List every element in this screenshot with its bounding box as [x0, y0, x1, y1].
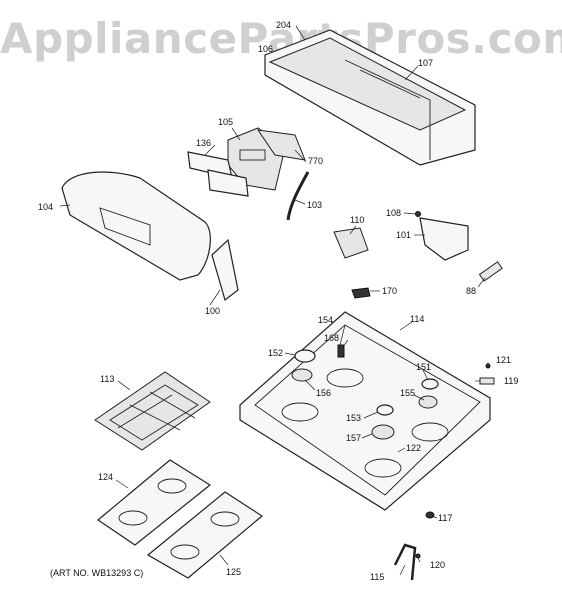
- label-120: 120: [430, 560, 445, 570]
- art-number: (ART NO. WB13293 C): [50, 568, 144, 578]
- drip-tray-125-part: [146, 491, 264, 579]
- label-103: 103: [307, 200, 322, 210]
- label-155: 155: [400, 388, 415, 398]
- burner-155-part: [418, 395, 438, 409]
- label-105: 105: [218, 117, 233, 127]
- label-154: 154: [318, 315, 333, 325]
- label-108: 108: [386, 208, 401, 218]
- label-117: 117: [438, 513, 452, 523]
- label-114: 114: [410, 314, 424, 324]
- label-770: 770: [308, 156, 323, 166]
- label-115: 115: [370, 572, 384, 582]
- label-113: 113: [100, 374, 114, 384]
- tube-part: [286, 171, 310, 221]
- label-121: 121: [496, 355, 511, 365]
- screw-108-part: [415, 211, 421, 217]
- grate-part: [94, 371, 211, 451]
- label-136: 136: [196, 138, 211, 148]
- label-157: 157: [346, 433, 361, 443]
- clip-119-part: [479, 377, 495, 385]
- burner-157-part: [371, 424, 395, 440]
- label-107: 107: [418, 58, 433, 68]
- label-104: 104: [38, 202, 53, 212]
- label-124: 124: [98, 472, 113, 482]
- label-101: 101: [396, 230, 411, 240]
- cap-151-part: [421, 378, 439, 390]
- bracket-part: [419, 217, 469, 261]
- rod-115-part: [393, 543, 417, 581]
- label-170: 170: [382, 286, 397, 296]
- cap-153-part: [376, 404, 394, 416]
- clip-120-part: [415, 553, 421, 559]
- label-153: 153: [346, 413, 361, 423]
- control-board-part: [227, 127, 306, 191]
- cap-152-part: [294, 349, 316, 363]
- label-151: 151: [416, 362, 431, 372]
- plug-88-part: [478, 261, 503, 282]
- terminal-block-part: [333, 227, 369, 259]
- electrode-168-part: [337, 344, 345, 358]
- label-122: 122: [406, 443, 421, 453]
- grommet-117-part: [425, 511, 435, 519]
- back-panel-part: [264, 29, 476, 166]
- knob-170-part: [351, 287, 371, 299]
- burner-156-part: [291, 368, 313, 382]
- end-cap-part: [211, 238, 239, 302]
- label-106: 106: [258, 44, 273, 54]
- label-88: 88: [466, 286, 476, 296]
- overlay-strip-part: [187, 151, 249, 197]
- label-100: 100: [205, 306, 220, 316]
- label-168: 168: [324, 333, 339, 343]
- label-156: 156: [316, 388, 331, 398]
- label-204: 204: [276, 20, 291, 30]
- control-panel-part: [61, 171, 211, 281]
- label-110: 110: [350, 215, 364, 225]
- leader-lines: [59, 25, 489, 576]
- label-125: 125: [226, 567, 241, 577]
- label-152: 152: [268, 348, 283, 358]
- cooktop-part: [239, 311, 491, 511]
- screw-121-part: [485, 363, 491, 369]
- label-119: 119: [504, 376, 518, 386]
- drip-tray-124-part: [97, 459, 212, 546]
